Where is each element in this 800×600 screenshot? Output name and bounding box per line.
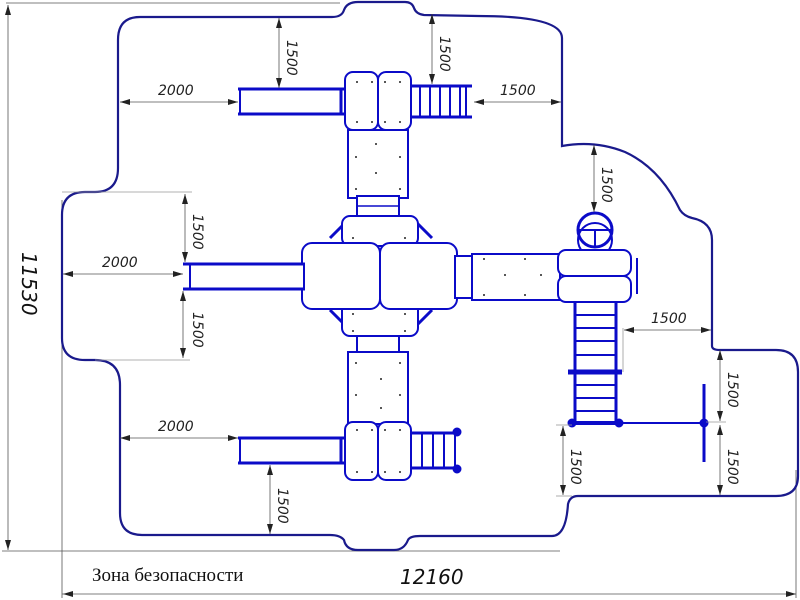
dim-top-ladder-top: 1500 [429, 14, 452, 84]
svg-text:1500: 1500 [724, 449, 740, 485]
overall-height-label: 11530 [17, 252, 41, 316]
ladder-bottom [411, 427, 462, 474]
turnstile-bar [620, 384, 709, 462]
safety-zone-outline [60, 0, 800, 552]
deck-left [301, 242, 381, 310]
top-tower [344, 71, 412, 217]
dim-bar-bottom: 1500 [717, 425, 740, 495]
svg-text:2000: 2000 [158, 419, 194, 435]
svg-text:1500: 1500 [651, 311, 687, 327]
dim-right-ladder-right: 1500 [622, 311, 711, 372]
slide-bottom-left [238, 436, 345, 465]
overall-width-label: 12160 [400, 565, 464, 589]
right-tower [557, 211, 638, 303]
ladder-top [411, 84, 472, 119]
svg-text:1500: 1500 [500, 83, 536, 99]
dim-ladder-bottom: 1500 [556, 424, 583, 497]
safety-zone-caption: Зона безопасности [92, 565, 243, 586]
dim-top-left-slide-top: 1500 [276, 18, 299, 88]
svg-text:1500: 1500 [189, 214, 205, 250]
dim-left-slide-top: 1500 [62, 191, 205, 262]
slide-top-left [238, 87, 345, 116]
dim-top-ladder-right: 1500 [474, 83, 561, 105]
svg-text:1500: 1500 [274, 488, 290, 524]
svg-text:1500: 1500 [598, 167, 614, 203]
svg-text:1500: 1500 [567, 449, 583, 485]
svg-text:2000: 2000 [158, 83, 194, 99]
slide-left [183, 262, 305, 291]
svg-text:2000: 2000 [102, 255, 138, 271]
dim-top-left-slide-left: 2000 [120, 83, 238, 105]
svg-text:1500: 1500 [724, 372, 740, 408]
overall-height-dimension: 11530 [2, 2, 560, 552]
dim-right-tower-top: 1500 [591, 145, 614, 212]
dim-bar-top: 1500 [706, 350, 740, 423]
bridge-right [454, 253, 561, 301]
ladder-right [567, 302, 624, 428]
svg-text:1500: 1500 [189, 312, 205, 348]
dim-left-slide-left: 2000 [63, 255, 183, 277]
central-tower [301, 215, 458, 337]
dim-bottom-slide-bottom: 1500 [267, 465, 290, 534]
dim-left-slide-bottom: 1500 [95, 291, 205, 361]
deck-right [379, 242, 458, 310]
overall-width-dimension: 12160 [61, 200, 797, 598]
bottom-tower [344, 335, 412, 481]
svg-text:1500: 1500 [436, 36, 452, 72]
dim-bottom-slide-left: 2000 [120, 419, 238, 441]
svg-text:1500: 1500 [283, 40, 299, 76]
